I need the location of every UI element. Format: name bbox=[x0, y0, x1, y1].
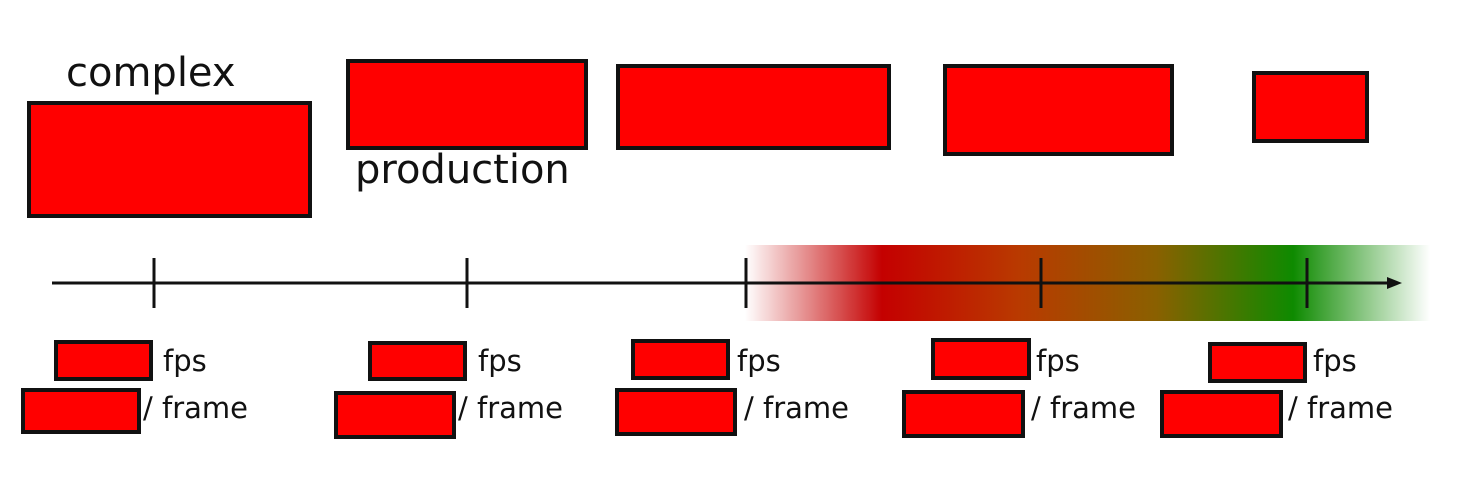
redacted-time-5 bbox=[1160, 390, 1283, 438]
redacted-block-1 bbox=[27, 101, 312, 218]
redacted-time-1 bbox=[21, 388, 141, 434]
frame-label-4: / frame bbox=[1031, 391, 1136, 425]
redacted-time-2 bbox=[334, 391, 456, 439]
redacted-block-3 bbox=[616, 64, 891, 150]
label-production: production bbox=[355, 147, 570, 193]
redacted-rate-3 bbox=[631, 339, 730, 380]
redacted-block-2 bbox=[346, 59, 588, 150]
redacted-rate-4 bbox=[931, 338, 1031, 380]
redacted-block-5 bbox=[1252, 71, 1369, 143]
frame-label-5: / frame bbox=[1288, 391, 1393, 425]
redacted-rate-2 bbox=[368, 341, 467, 381]
redacted-rate-5 bbox=[1208, 342, 1307, 383]
axis-arrowhead bbox=[1387, 277, 1402, 289]
redacted-time-4 bbox=[902, 390, 1025, 438]
fps-label-5: fps bbox=[1313, 344, 1357, 378]
fps-label-3: fps bbox=[737, 344, 781, 378]
redacted-block-4 bbox=[943, 64, 1174, 156]
frame-label-3: / frame bbox=[744, 391, 849, 425]
label-complex: complex bbox=[66, 50, 236, 96]
redacted-rate-1 bbox=[54, 340, 153, 381]
redacted-time-3 bbox=[615, 388, 737, 436]
frame-label-2: / frame bbox=[458, 391, 563, 425]
fps-label-4: fps bbox=[1036, 344, 1080, 378]
frame-label-1: / frame bbox=[143, 391, 248, 425]
fps-label-2: fps bbox=[478, 344, 522, 378]
fps-label-1: fps bbox=[163, 344, 207, 378]
